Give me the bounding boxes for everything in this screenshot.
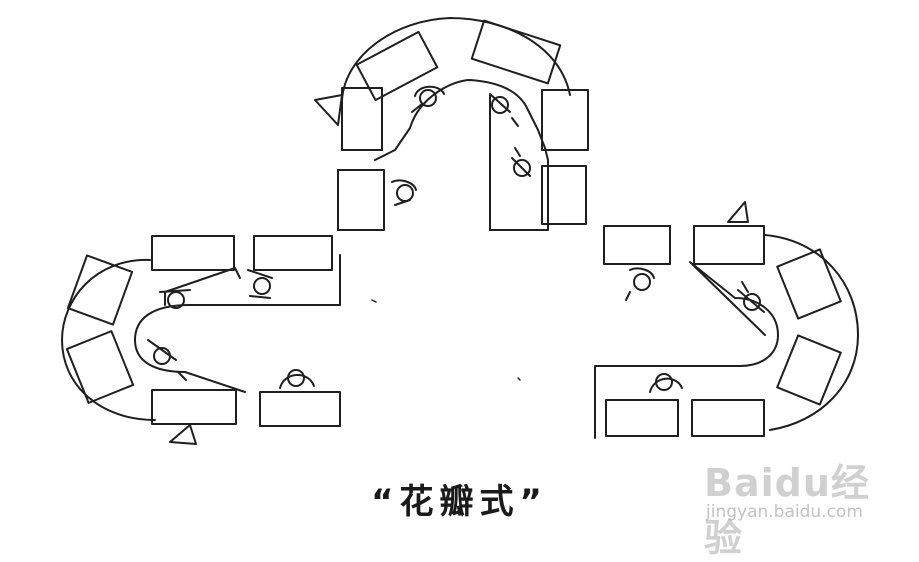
desk-icon: [470, 19, 562, 85]
caption-label: “花瓣式”: [371, 482, 548, 522]
watermark-domain: jingyan.baidu.com: [706, 502, 863, 522]
left-counter-edge: [164, 267, 241, 306]
top-outer-arc: [341, 17, 571, 101]
scan-specks: [371, 299, 521, 381]
person-icon: [247, 269, 273, 299]
desk-icon: [66, 254, 134, 326]
right-petal-cluster: [594, 201, 859, 439]
left-counter: [134, 254, 341, 393]
desk-icon: [541, 89, 589, 151]
top-petal-cluster: [314, 17, 589, 231]
desk-icon: [776, 334, 842, 406]
desk-icon: [341, 87, 383, 151]
person-icon: [649, 373, 683, 393]
desk-icon: [151, 389, 237, 425]
person-icon: [279, 369, 315, 389]
left-outer-arc: [61, 258, 156, 421]
right-outer-arc: [764, 234, 859, 431]
petal-layout-diagram: [61, 17, 859, 445]
desk-icon: [259, 391, 341, 427]
desk-icon: [151, 235, 235, 271]
person-icon: [511, 147, 531, 177]
person-icon: [159, 289, 191, 309]
desk-icon: [541, 165, 587, 225]
desk-icon: [337, 169, 385, 231]
person-icon: [737, 281, 765, 313]
desk-icon: [605, 399, 679, 437]
top-counter: [374, 79, 549, 231]
watermark-brand: Baidu经验: [704, 461, 870, 560]
desk-icon: [603, 225, 671, 265]
person-icon: [411, 85, 445, 113]
person-icon: [147, 339, 187, 381]
desk-icon: [253, 235, 333, 271]
desk-icon: [691, 399, 765, 437]
left-petal-cluster: [61, 235, 341, 445]
diagram-canvas: [61, 17, 859, 445]
watermark: Baidu经验 jingyan.baidu.com: [704, 452, 904, 560]
desk-icon: [65, 330, 135, 404]
desk-icon: [776, 248, 842, 320]
desk-icon: [693, 225, 765, 265]
right-counter: [594, 261, 779, 439]
counter-icon: [169, 424, 197, 445]
person-icon: [391, 179, 417, 206]
counter-icon: [314, 94, 343, 126]
desk-icon: [355, 30, 439, 102]
counter-icon: [727, 201, 749, 223]
person-icon: [625, 267, 655, 301]
person-icon: [489, 93, 519, 127]
